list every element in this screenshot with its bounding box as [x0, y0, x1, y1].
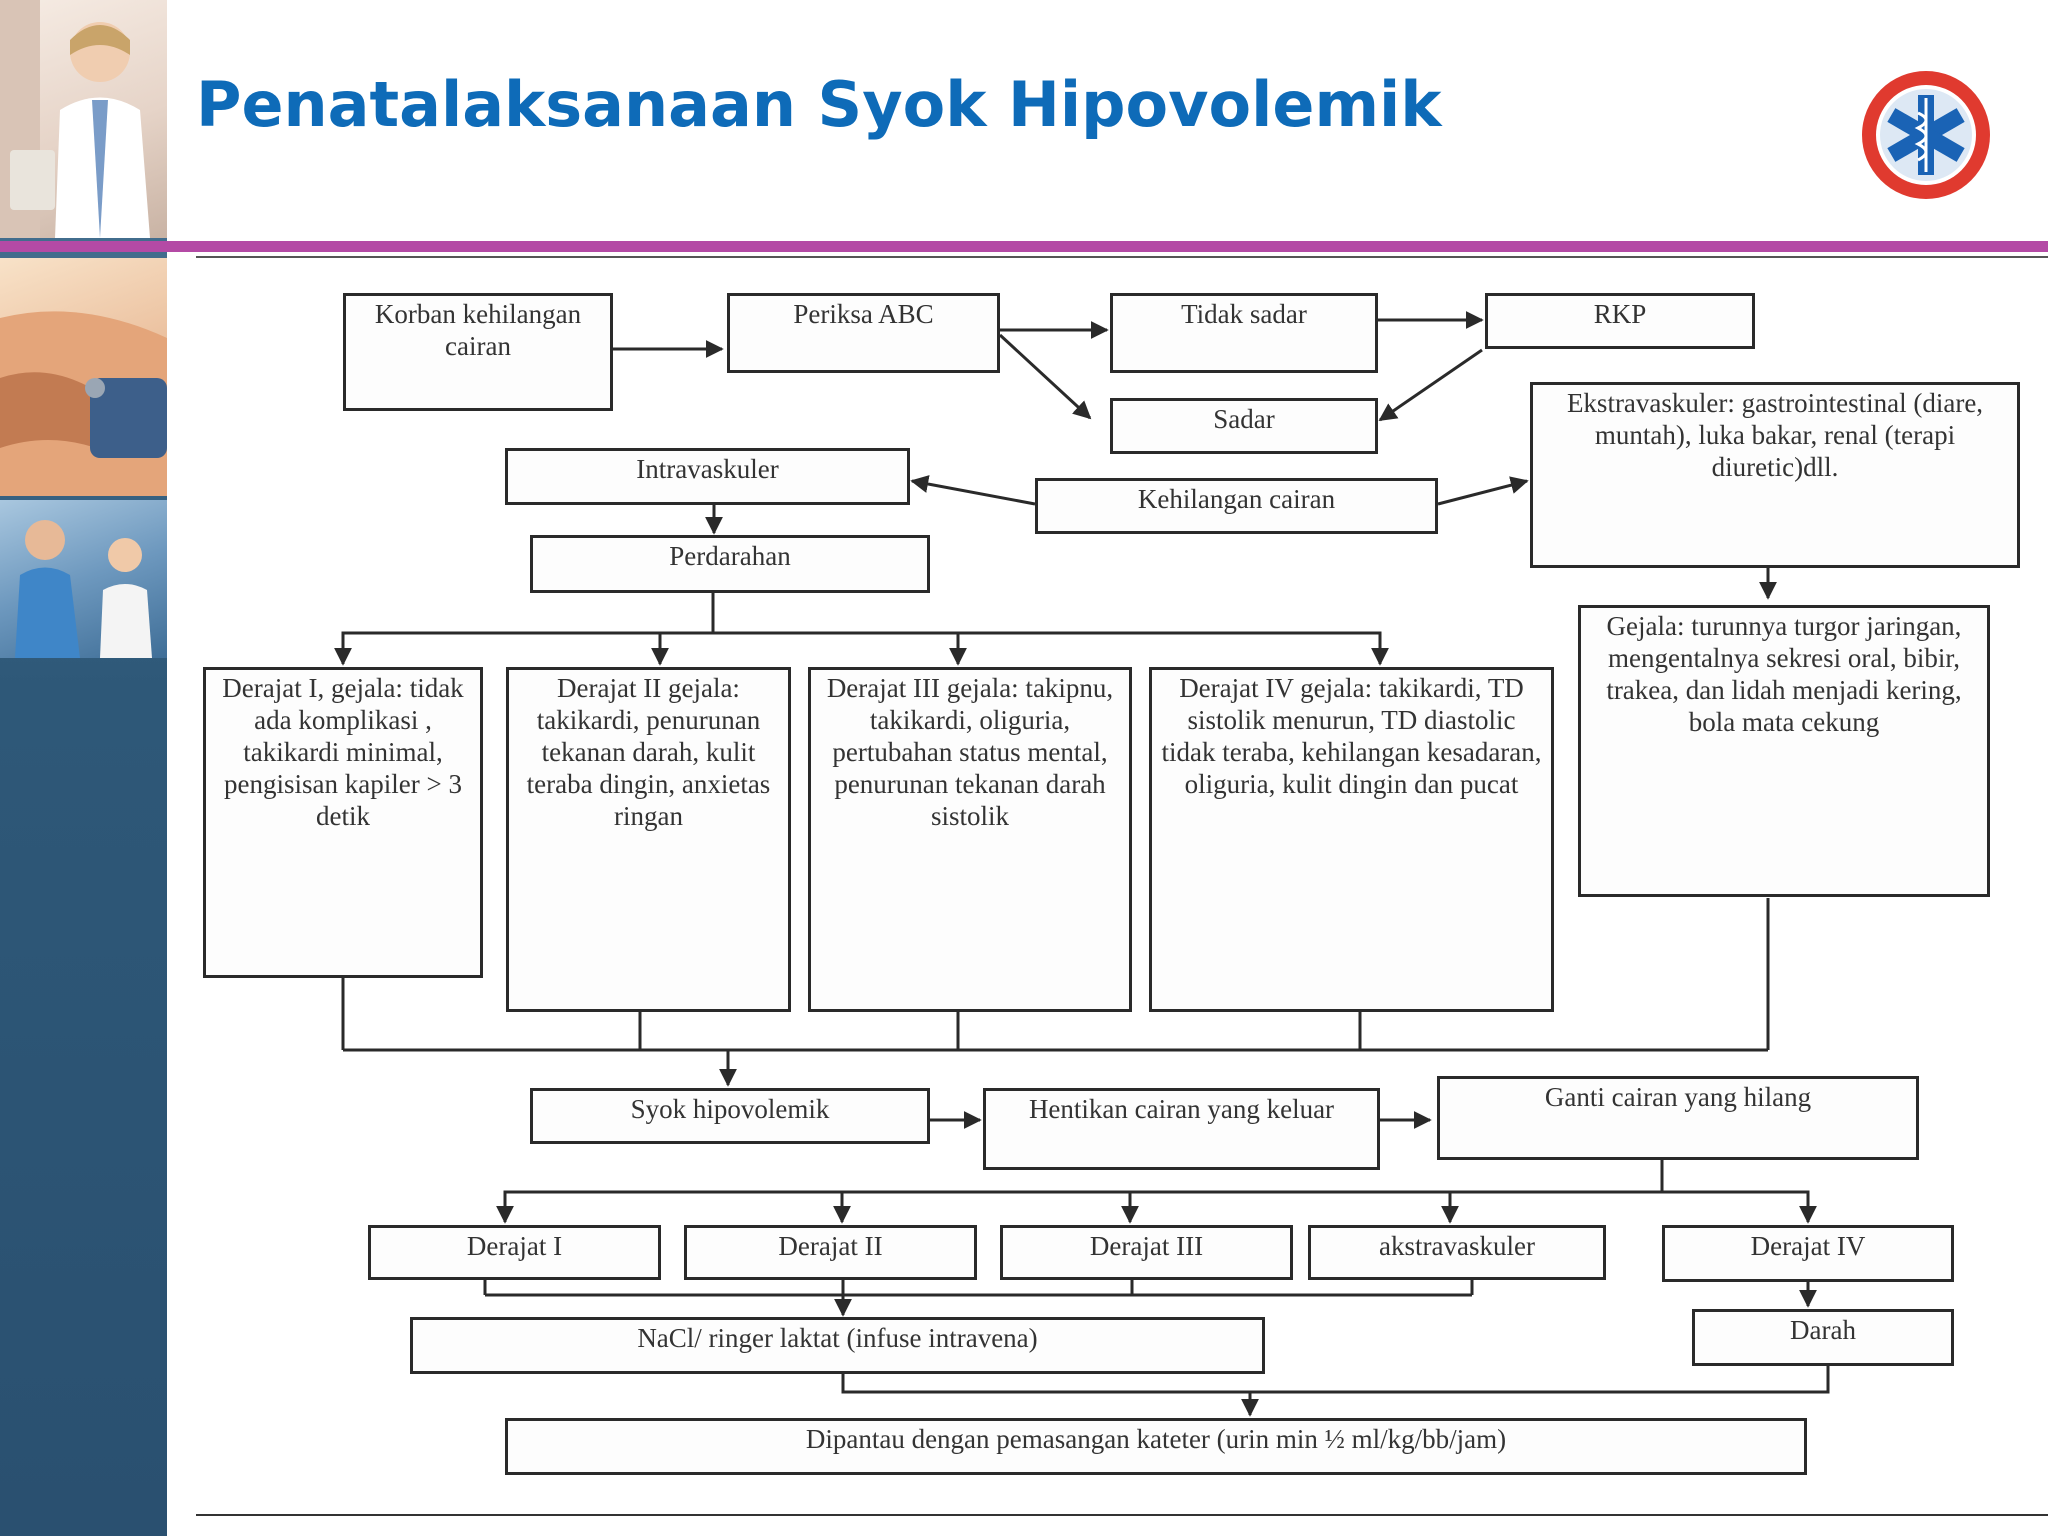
- derajat-4-box: Derajat IV: [1662, 1225, 1954, 1282]
- star-of-life-icon: [1862, 71, 1990, 199]
- darah-box: Darah: [1692, 1309, 1954, 1366]
- page-title: Penatalaksanaan Syok Hipovolemik: [196, 68, 1442, 141]
- rkp-box: RKP: [1485, 293, 1755, 349]
- derajat-1-box: Derajat I: [368, 1225, 661, 1280]
- sadar-box: Sadar: [1110, 398, 1378, 454]
- nacl-ringer-laktat-box: NaCl/ ringer laktat (infuse intravena): [410, 1317, 1265, 1374]
- blood-pressure-photo: [0, 258, 167, 496]
- korban-box: Korban kehilangan cairan: [343, 293, 613, 411]
- tidak-sadar-box: Tidak sadar: [1110, 293, 1378, 373]
- kehilangan-cairan-box: Kehilangan cairan: [1035, 478, 1438, 534]
- syok-hipovolemik-box: Syok hipovolemik: [530, 1088, 930, 1144]
- derajat-1-gejala-box: Derajat I, gejala: tidak ada komplikasi …: [203, 667, 483, 978]
- derajat-2-box: Derajat II: [684, 1225, 977, 1280]
- title-underline: [0, 241, 2048, 252]
- derajat-4-gejala-box: Derajat IV gejala: takikardi, TD sistoli…: [1149, 667, 1554, 1012]
- derajat-3-gejala-box: Derajat III gejala: takipnu, takikardi, …: [808, 667, 1132, 1012]
- intravaskuler-box: Intravaskuler: [505, 448, 910, 505]
- footer-divider: [196, 1514, 2048, 1516]
- sidebar: [0, 0, 167, 1536]
- ganti-cairan-box: Ganti cairan yang hilang: [1437, 1076, 1919, 1160]
- periksa-abc-box: Periksa ABC: [727, 293, 1000, 373]
- divider: [196, 256, 2048, 258]
- gejala-ekstravaskuler-box: Gejala: turunnya turgor jaringan, mengen…: [1578, 605, 1990, 897]
- hentikan-cairan-box: Hentikan cairan yang keluar: [983, 1088, 1380, 1170]
- perdarahan-box: Perdarahan: [530, 535, 930, 593]
- doctor-photo: [0, 0, 167, 238]
- medical-staff-photo: [0, 500, 167, 658]
- dipantau-box: Dipantau dengan pemasangan kateter (urin…: [505, 1418, 1807, 1475]
- derajat-2-gejala-box: Derajat II gejala: takikardi, penurunan …: [506, 667, 791, 1012]
- ekstravaskuler-treatment-box: akstravaskuler: [1308, 1225, 1606, 1280]
- ekstravaskuler-box: Ekstravaskuler: gastrointestinal (diare,…: [1530, 382, 2020, 568]
- derajat-3-box: Derajat III: [1000, 1225, 1293, 1280]
